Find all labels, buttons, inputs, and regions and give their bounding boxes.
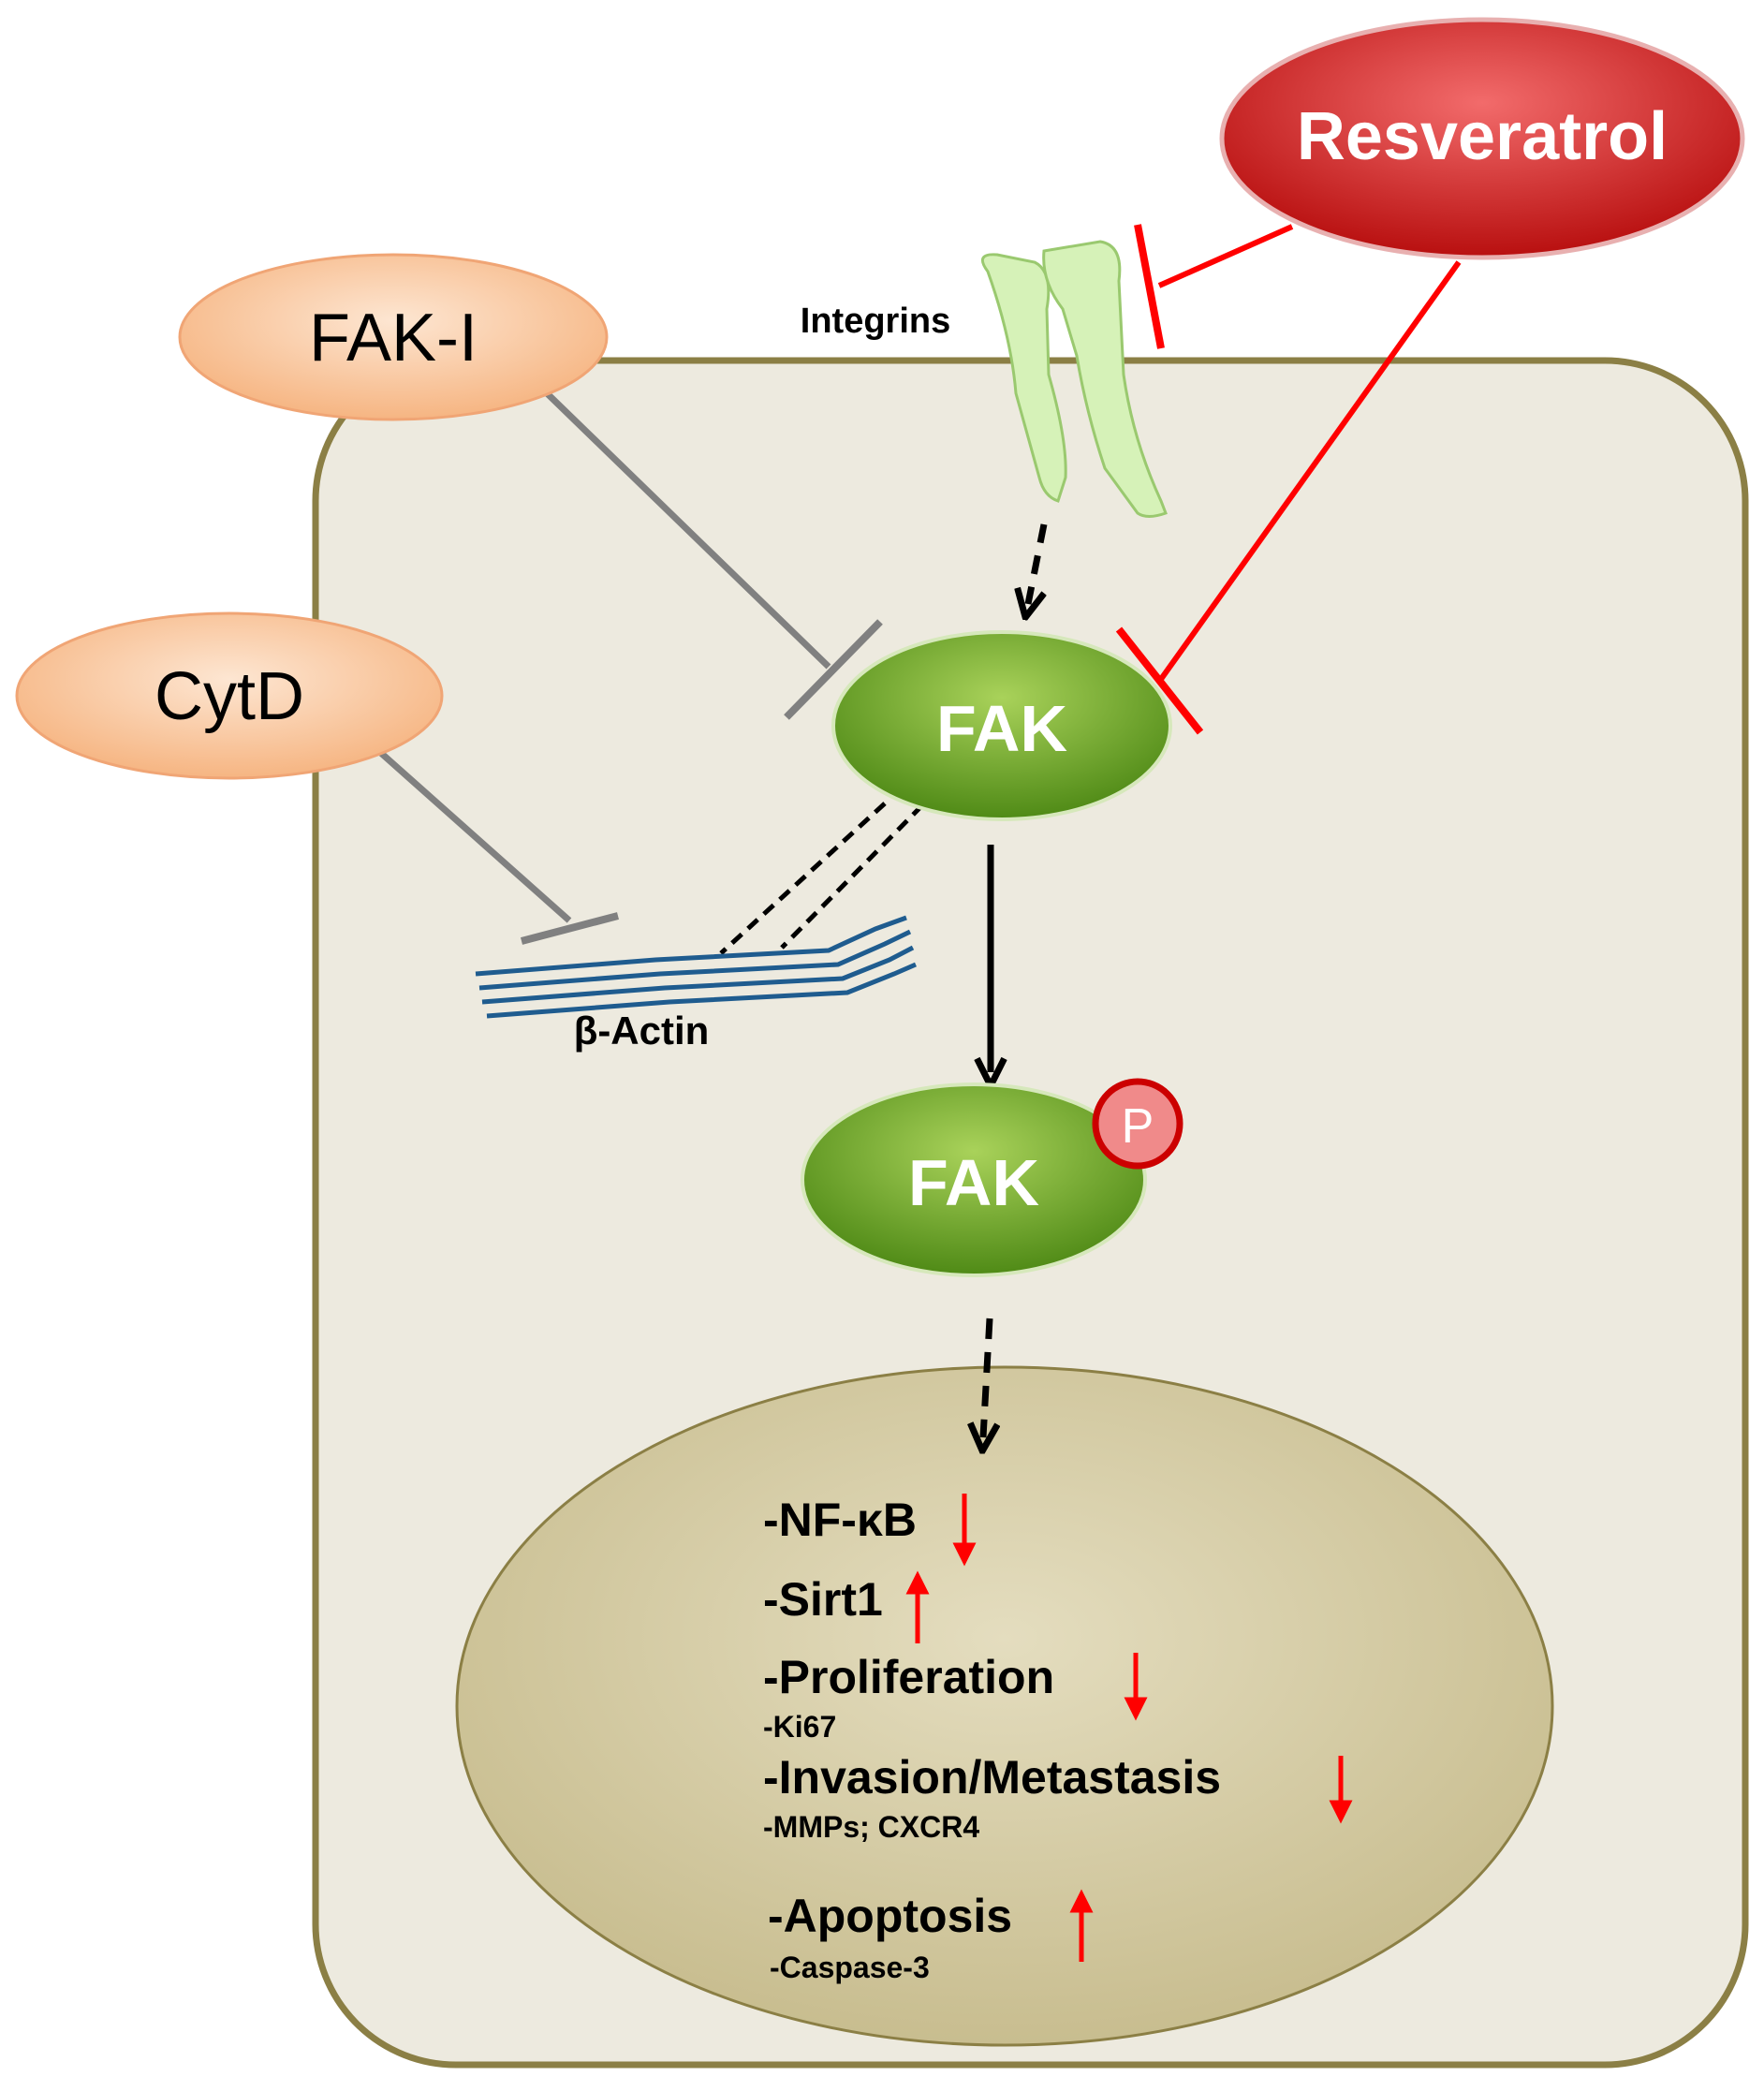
actin-label: β-Actin [574, 1009, 710, 1053]
nucleus [455, 1365, 1554, 2047]
fak-inhibitor-node [178, 253, 609, 421]
faki-fak-tbar [784, 619, 883, 720]
integrins-label: Integrins [801, 302, 950, 341]
fak-actin-link-1 [719, 802, 887, 955]
fak-inhibitor-label: FAK-I [309, 301, 478, 375]
resveratrol-to-fak-line [1156, 260, 1462, 684]
phospho-fak-label: FAK [908, 1146, 1039, 1219]
effect-nfkb: -NF-κB [763, 1494, 917, 1546]
fak-actin-link-2 [780, 803, 924, 950]
effect-sirt1: -Sirt1 [763, 1573, 883, 1626]
cytd-actin-tbar [520, 912, 620, 945]
resveratrol-to-integrin-line [1157, 224, 1294, 288]
phospho-fak-node [801, 1082, 1147, 1277]
fak-node [831, 630, 1172, 821]
effect-proliferation-sub: -Ki67 [763, 1710, 836, 1744]
resveratrol-integrin-tbar [1134, 224, 1165, 349]
integrin-to-fak-arrow [1028, 523, 1048, 604]
integrin-receptor [980, 240, 1168, 518]
actin-filaments [475, 915, 917, 1019]
effect-proliferation: -Proliferation [763, 1651, 1054, 1703]
pfak-to-nucleus-arrow [983, 1318, 990, 1437]
phosphate-label: P [1122, 1099, 1154, 1154]
faki-to-fak-line [540, 387, 831, 670]
effect-apoptosis: -Apoptosis [768, 1890, 1012, 1942]
fak-label: FAK [936, 692, 1067, 765]
effect-invasion: -Invasion/Metastasis [763, 1751, 1221, 1804]
effect-invasion-sub: -MMPs; CXCR4 [763, 1810, 979, 1844]
resveratrol-fak-tbar [1115, 626, 1204, 735]
resveratrol-node [1219, 17, 1745, 260]
cytd-node [15, 611, 444, 780]
resveratrol-label: Resveratrol [1297, 99, 1668, 174]
cytd-label: CytD [154, 659, 304, 734]
nuclear-effects: -NF-κB -Sirt1 -Proliferation -Ki67 -Inva… [763, 1494, 1353, 1984]
effect-apoptosis-sub: -Caspase-3 [770, 1951, 930, 1984]
phosphate-badge [1092, 1078, 1183, 1170]
cytd-to-actin-line [372, 744, 572, 923]
